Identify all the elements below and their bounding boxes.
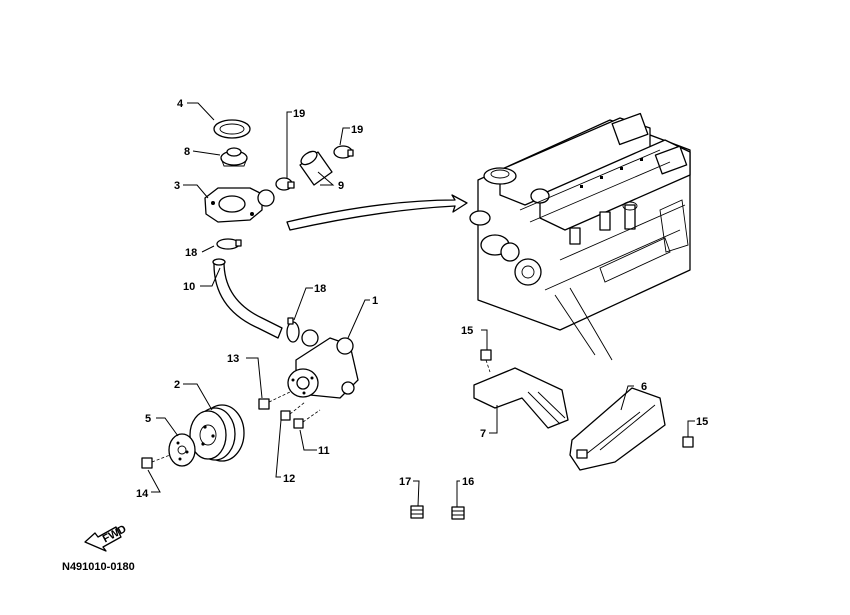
- callout-19: 19: [293, 108, 305, 120]
- thermostat-group: [204, 119, 354, 343]
- bracket-7: [473, 367, 569, 429]
- bolts: [141, 349, 694, 520]
- callout-15b: 15: [696, 416, 708, 428]
- callout-2: 2: [174, 379, 180, 391]
- callout-11: 11: [318, 445, 330, 457]
- water-pump: [287, 329, 359, 399]
- callout-6: 6: [641, 381, 647, 393]
- callout-10: 10: [183, 281, 195, 293]
- callout-5: 5: [145, 413, 151, 425]
- assembly-arrow: [286, 194, 468, 231]
- callout-1: 1: [372, 295, 378, 307]
- engine-assembly: [469, 112, 691, 361]
- callout-18: 18: [185, 247, 197, 259]
- callout-12: 12: [283, 473, 295, 485]
- bracket-6: [569, 387, 666, 471]
- figure-code: N491010-0180: [62, 561, 135, 573]
- callout-18b: 18: [314, 283, 326, 295]
- callout-13: 13: [227, 353, 239, 365]
- callout-3: 3: [174, 180, 180, 192]
- callout-14: 14: [136, 488, 149, 500]
- callout-8: 8: [184, 146, 190, 158]
- fwd-arrow: FWD: [84, 523, 129, 552]
- callout-7: 7: [480, 428, 486, 440]
- leader-lines: [147, 102, 695, 507]
- callout-15: 15: [461, 325, 473, 337]
- callout-16: 16: [462, 476, 474, 488]
- callout-4: 4: [177, 98, 184, 110]
- callout-19b: 19: [351, 124, 363, 136]
- callout-9: 9: [338, 180, 344, 192]
- fwd-label: FWD: [101, 523, 129, 545]
- callout-17: 17: [399, 476, 411, 488]
- callout-numbers: 4 19 19 8 3 9 18 10 18 1 2 13 6 5 15 15 …: [136, 98, 708, 500]
- pulley-assembly: [168, 404, 245, 467]
